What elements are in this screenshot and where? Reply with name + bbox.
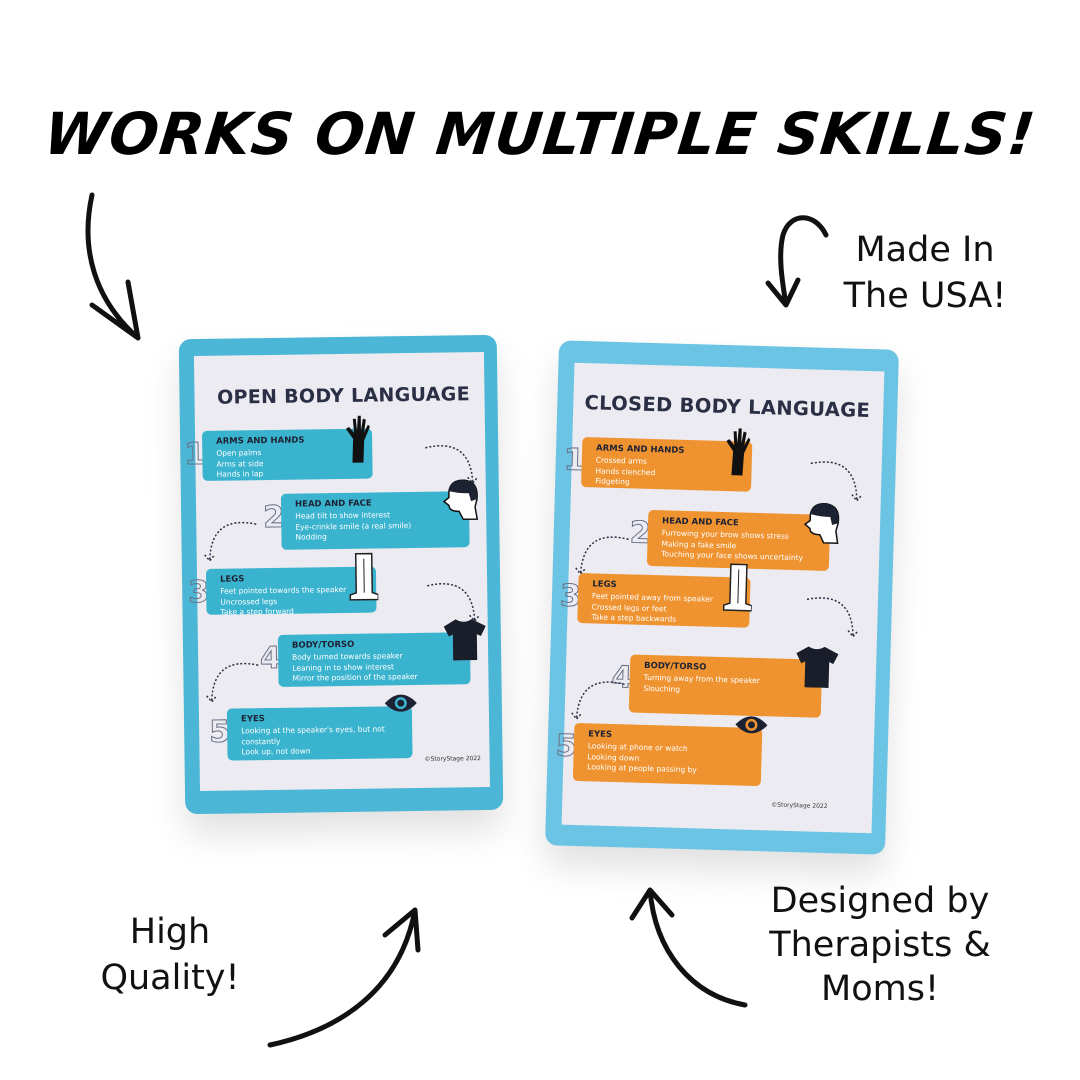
legs-icon [348, 552, 380, 604]
callout-line: The USA! [843, 275, 1007, 316]
dotted-arrow-icon [204, 521, 257, 563]
hand-icon [723, 427, 751, 480]
callout-line: Designed by [770, 881, 990, 921]
hand-icon [344, 415, 371, 467]
callout-line: Moms! [821, 968, 939, 1009]
callout-made-in-usa: Made In The USA! [830, 228, 1020, 319]
dotted-arrow-icon [571, 681, 625, 721]
callout-line: High [129, 912, 211, 952]
callout-designed-by: Designed by Therapists & Moms! [740, 880, 1020, 1011]
tshirt-icon [442, 618, 487, 665]
arrow-designed-by [629, 887, 748, 1008]
dotted-arrow-icon [426, 583, 481, 623]
eye-icon [384, 692, 418, 718]
card-title: OPEN BODY LANGUAGE [216, 383, 471, 409]
callout-line: Therapists & [769, 924, 991, 965]
item-line: Mirror the position of the speaker [292, 671, 418, 683]
item-heading: BODY/TORSO [291, 639, 355, 651]
item-line: Nodding [295, 531, 327, 542]
item-heading: LEGS [219, 574, 245, 585]
item-line: Look up, not down [241, 746, 311, 757]
arrow-high-quality [267, 907, 421, 1048]
item-heading: EYES [240, 714, 265, 725]
dotted-arrow-icon [206, 662, 259, 703]
dotted-arrow-icon [810, 461, 863, 502]
item-line: Feet pointed towards the speaker [220, 585, 347, 597]
dotted-arrow-icon [806, 597, 859, 638]
arrow-to-left-card [85, 192, 141, 341]
item-line: Looking at the speaker's eyes, but not c… [241, 724, 385, 747]
head-icon [441, 477, 482, 526]
dotted-arrow-icon [425, 445, 479, 485]
tshirt-icon [793, 645, 839, 692]
item-line: Take a step forward [220, 606, 294, 617]
item-heading: HEAD AND FACE [294, 498, 372, 510]
dotted-arrow-icon [575, 536, 629, 576]
item-line: Hands in lap [216, 468, 264, 479]
copyright: ©StoryStage 2022 [424, 755, 482, 763]
head-icon [801, 500, 842, 549]
callout-line: Made In [855, 230, 995, 270]
legs-icon [722, 563, 753, 616]
item-heading: ARMS AND HANDS [216, 435, 305, 447]
callout-line: Quality! [100, 957, 240, 998]
eye-icon [734, 713, 769, 740]
arrow-made-in [765, 215, 829, 308]
callout-high-quality: High Quality! [70, 910, 270, 1001]
